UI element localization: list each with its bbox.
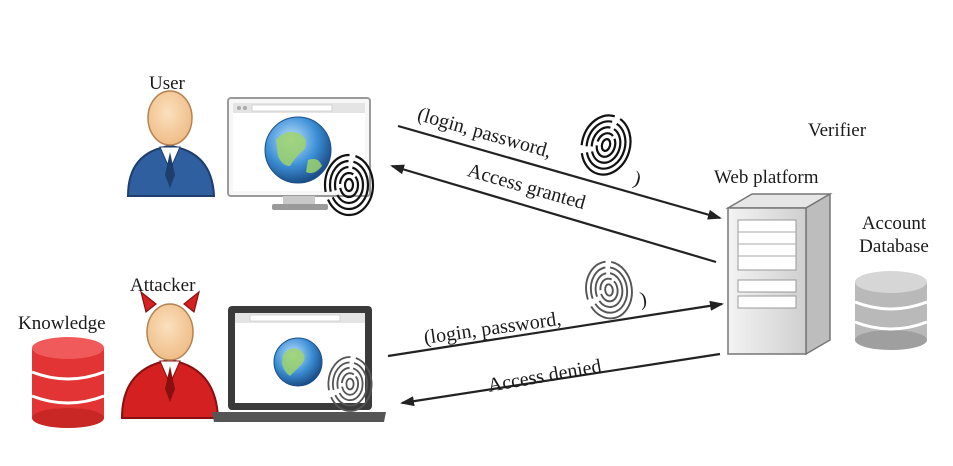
access-granted-arrow bbox=[390, 164, 717, 264]
user-request-arrow bbox=[397, 124, 722, 220]
globe-icon bbox=[264, 116, 332, 184]
user-figure-icon bbox=[126, 90, 216, 197]
verifier-label: Verifier bbox=[808, 120, 867, 141]
attacker-label: Attacker bbox=[130, 275, 196, 296]
laptop-icon bbox=[212, 306, 386, 422]
account-label: Account bbox=[861, 213, 927, 234]
access-denied-arrow bbox=[400, 352, 721, 407]
database-label: Database bbox=[859, 236, 929, 257]
knowledge-label: Knowledge bbox=[18, 313, 106, 334]
knowledge-database-icon bbox=[31, 337, 105, 428]
fingerprint-icon bbox=[573, 108, 639, 182]
server-tower-icon bbox=[725, 192, 833, 356]
user-label: User bbox=[149, 73, 185, 94]
attacker-request-arrow bbox=[387, 300, 724, 358]
globe-icon bbox=[273, 337, 323, 387]
web-platform-label: Web platform bbox=[714, 167, 819, 188]
attacker-figure-icon bbox=[120, 290, 220, 419]
fingerprint-icon bbox=[581, 257, 637, 323]
account-database-label: Account Database bbox=[848, 214, 940, 256]
account-database-icon bbox=[854, 271, 928, 350]
